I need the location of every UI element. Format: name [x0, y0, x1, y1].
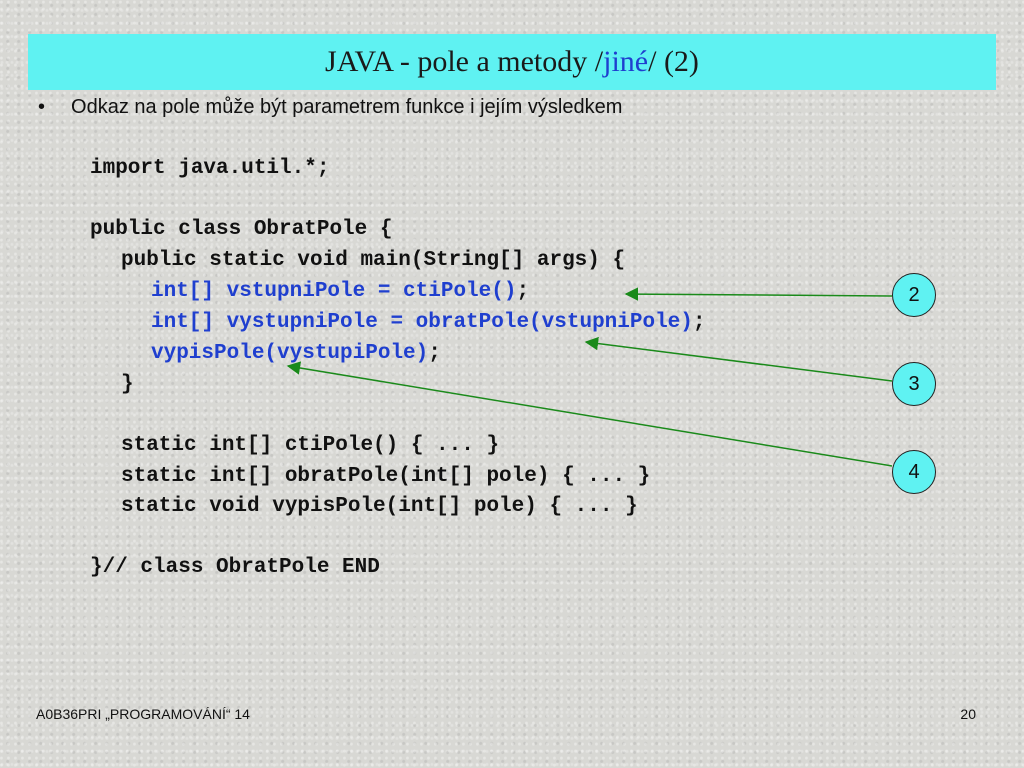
code-output-end: ; [692, 311, 706, 334]
code-line-import: import java.util.*; [90, 157, 330, 180]
code-line-main: public static void main(String[] args) { [121, 249, 626, 272]
code-print-end: ; [428, 342, 441, 365]
title-prefix: JAVA - pole a metody / [325, 45, 604, 78]
footer-page-number: 20 [960, 706, 976, 722]
bullet-marker: • [38, 96, 46, 118]
code-line-close-main: } [121, 373, 134, 396]
code-line-vypis: static void vypisPole(int[] pole) { ... … [121, 495, 638, 518]
code-line-input: int[] vstupniPole = ctiPole(); [151, 280, 529, 303]
code-line-class: public class ObratPole { [90, 218, 393, 241]
arrow-3 [584, 336, 893, 382]
footer-course: A0B36PRI „PROGRAMOVÁNÍ“ 14 [36, 706, 250, 722]
bullet-text: Odkaz na pole může být parametrem funkce… [71, 96, 623, 118]
bullet-item: • Odkaz na pole může být parametrem funk… [38, 96, 622, 119]
code-line-end: }// class ObratPole END [90, 556, 380, 579]
callout-4: 4 [892, 450, 936, 494]
code-print-call: vypisPole(vystupiPole) [151, 342, 429, 365]
code-block: import java.util.*; public class ObratPo… [0, 0, 706, 579]
code-line-obrat: static int[] obratPole(int[] pole) { ...… [121, 465, 651, 488]
code-line-output: int[] vystupniPole = obratPole(vstupniPo… [151, 311, 706, 334]
code-input-end: ; [516, 280, 530, 303]
code-output-call: int[] vystupniPole = obratPole(vstupniPo… [151, 311, 693, 334]
callout-2: 2 [892, 273, 936, 317]
code-line-print: vypisPole(vystupiPole); [151, 342, 441, 365]
arrow-4 [286, 361, 893, 467]
title-accent: jiné [603, 45, 649, 78]
callout-3: 3 [892, 362, 936, 406]
code-line-cti: static int[] ctiPole() { ... } [121, 434, 500, 457]
code-input-call: int[] vstupniPole = ctiPole() [151, 280, 517, 303]
arrow-2 [624, 287, 893, 301]
slide-title: JAVA - pole a metody /jiné/ (2) [28, 34, 996, 90]
title-suffix: / (2) [648, 45, 699, 78]
